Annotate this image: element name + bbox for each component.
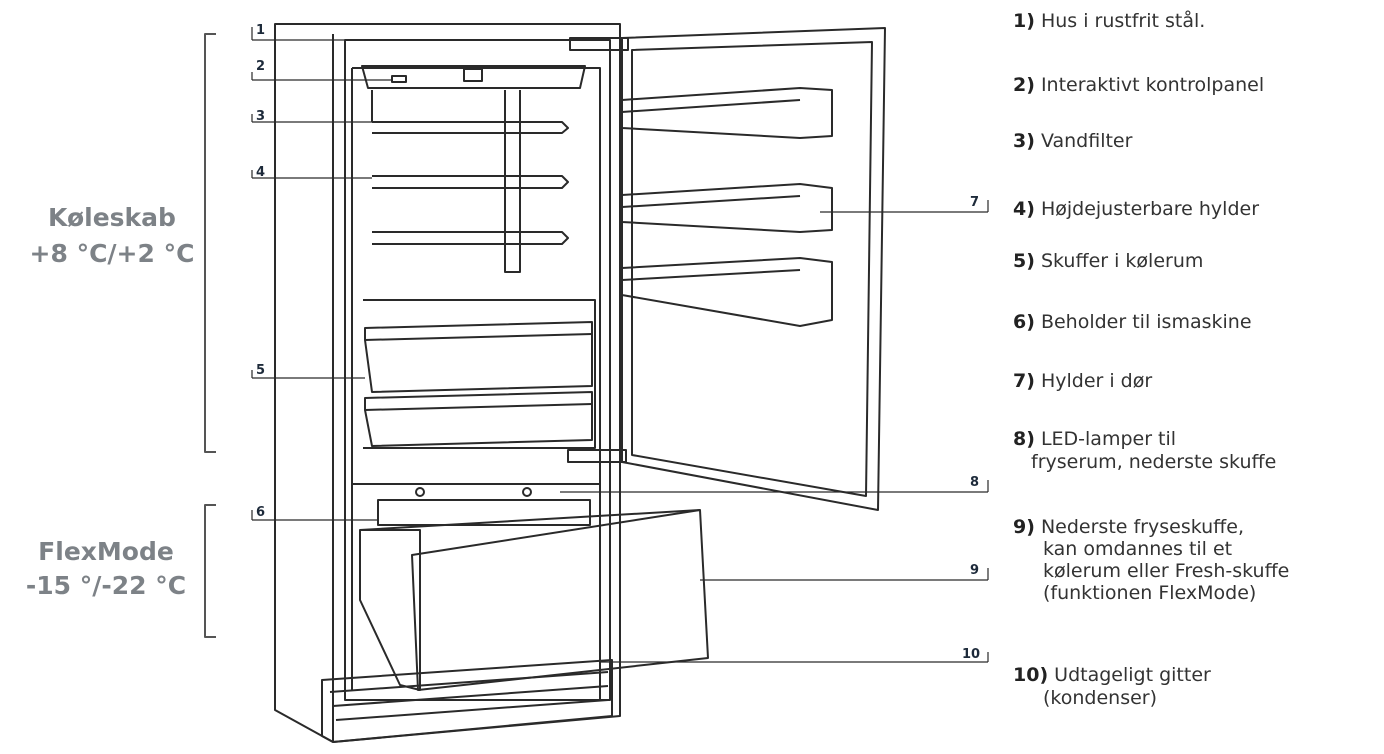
- callout-10: 10: [962, 647, 980, 662]
- legend-item-5: 5) Skuffer i kølerum: [1013, 250, 1203, 273]
- lower-hinge: [567, 449, 627, 463]
- legend-text: Beholder til ismaskine: [1040, 311, 1252, 333]
- legend-text: Hylder i dør: [1040, 370, 1153, 392]
- legend-text: fryserum, nederste skuffe: [1031, 451, 1277, 473]
- upper-hinge: [569, 37, 629, 51]
- shelf-2: [372, 175, 569, 189]
- legend-item-10: 10) Udtageligt gitter (kondenser): [1013, 664, 1211, 710]
- kick-grille: [321, 659, 613, 743]
- callout-1: 1: [256, 23, 265, 38]
- legend-num: 10): [1013, 664, 1049, 686]
- legend-text: Skuffer i kølerum: [1040, 250, 1204, 272]
- legend-text: Højdejusterbare hylder: [1040, 198, 1260, 220]
- freezer-drawer: [359, 529, 421, 691]
- callout-4: 4: [256, 165, 265, 180]
- door: [621, 27, 886, 511]
- legend-item-2: 2) Interaktivt kontrolpanel: [1013, 74, 1264, 97]
- legend-text: Nederste fryseskuffe,: [1040, 516, 1245, 538]
- legend-num: 9): [1013, 516, 1035, 538]
- legend-text: Vandfilter: [1040, 130, 1133, 152]
- legend-text: LED-lamper til: [1040, 428, 1177, 450]
- legend-item-1: 1) Hus i rustfrit stål.: [1013, 10, 1205, 33]
- legend-num: 6): [1013, 311, 1035, 333]
- callout-6: 6: [256, 505, 265, 520]
- flex-zone-temp: -15 °/-22 °C: [26, 571, 186, 600]
- callout-2: 2: [256, 59, 265, 74]
- legend-text: (kondenser): [1043, 687, 1158, 709]
- door-bin-2: [621, 183, 833, 233]
- cabinet-outline: [274, 23, 621, 743]
- fridge-zone-name: Køleskab: [48, 203, 176, 232]
- flex-zone-bracket: [204, 504, 216, 638]
- shelf-1: [372, 121, 569, 134]
- callout-8: 8: [970, 475, 979, 490]
- shelf-3: [372, 231, 569, 245]
- legend-item-9: 9) Nederste fryseskuffe, kan omdannes ti…: [1013, 516, 1289, 604]
- legend-num: 4): [1013, 198, 1035, 220]
- legend-num: 7): [1013, 370, 1035, 392]
- legend-num: 1): [1013, 10, 1035, 32]
- fridge-zone-bracket: [204, 33, 216, 453]
- door-bin-3: [621, 257, 833, 327]
- callout-5: 5: [256, 363, 265, 378]
- legend-item-3: 3) Vandfilter: [1013, 130, 1132, 153]
- crisper-drawer-bottom: [364, 391, 593, 447]
- legend-text: Udtageligt gitter: [1054, 664, 1211, 686]
- flex-zone-name: FlexMode: [38, 537, 174, 566]
- legend-num: 3): [1013, 130, 1035, 152]
- legend-num: 2): [1013, 74, 1035, 96]
- legend-num: 5): [1013, 250, 1035, 272]
- legend-num: 8): [1013, 428, 1035, 450]
- ice-container: [377, 499, 591, 526]
- legend-text: Interaktivt kontrolpanel: [1040, 74, 1265, 96]
- freezer-drawer-front: [411, 509, 709, 691]
- legend-text: kølerum eller Fresh-skuffe: [1043, 560, 1290, 582]
- door-bin-1: [621, 87, 833, 139]
- legend-item-6: 6) Beholder til ismaskine: [1013, 311, 1252, 334]
- legend-item-7: 7) Hylder i dør: [1013, 370, 1152, 393]
- legend-text: Hus i rustfrit stål.: [1040, 10, 1206, 32]
- legend-text: kan omdannes til et: [1043, 538, 1233, 560]
- legend-item-8: 8) LED-lamper til fryserum, nederste sku…: [1013, 428, 1276, 474]
- control-panel: [361, 65, 586, 89]
- legend-item-4: 4) Højdejusterbare hylder: [1013, 198, 1259, 221]
- legend-text: (funktionen FlexMode): [1043, 582, 1257, 604]
- fridge-zone-temp: +8 °C/+2 °C: [30, 239, 195, 268]
- callout-3: 3: [256, 109, 265, 124]
- crisper-drawer-top: [364, 321, 593, 393]
- callout-7: 7: [970, 195, 979, 210]
- callout-9: 9: [970, 563, 979, 578]
